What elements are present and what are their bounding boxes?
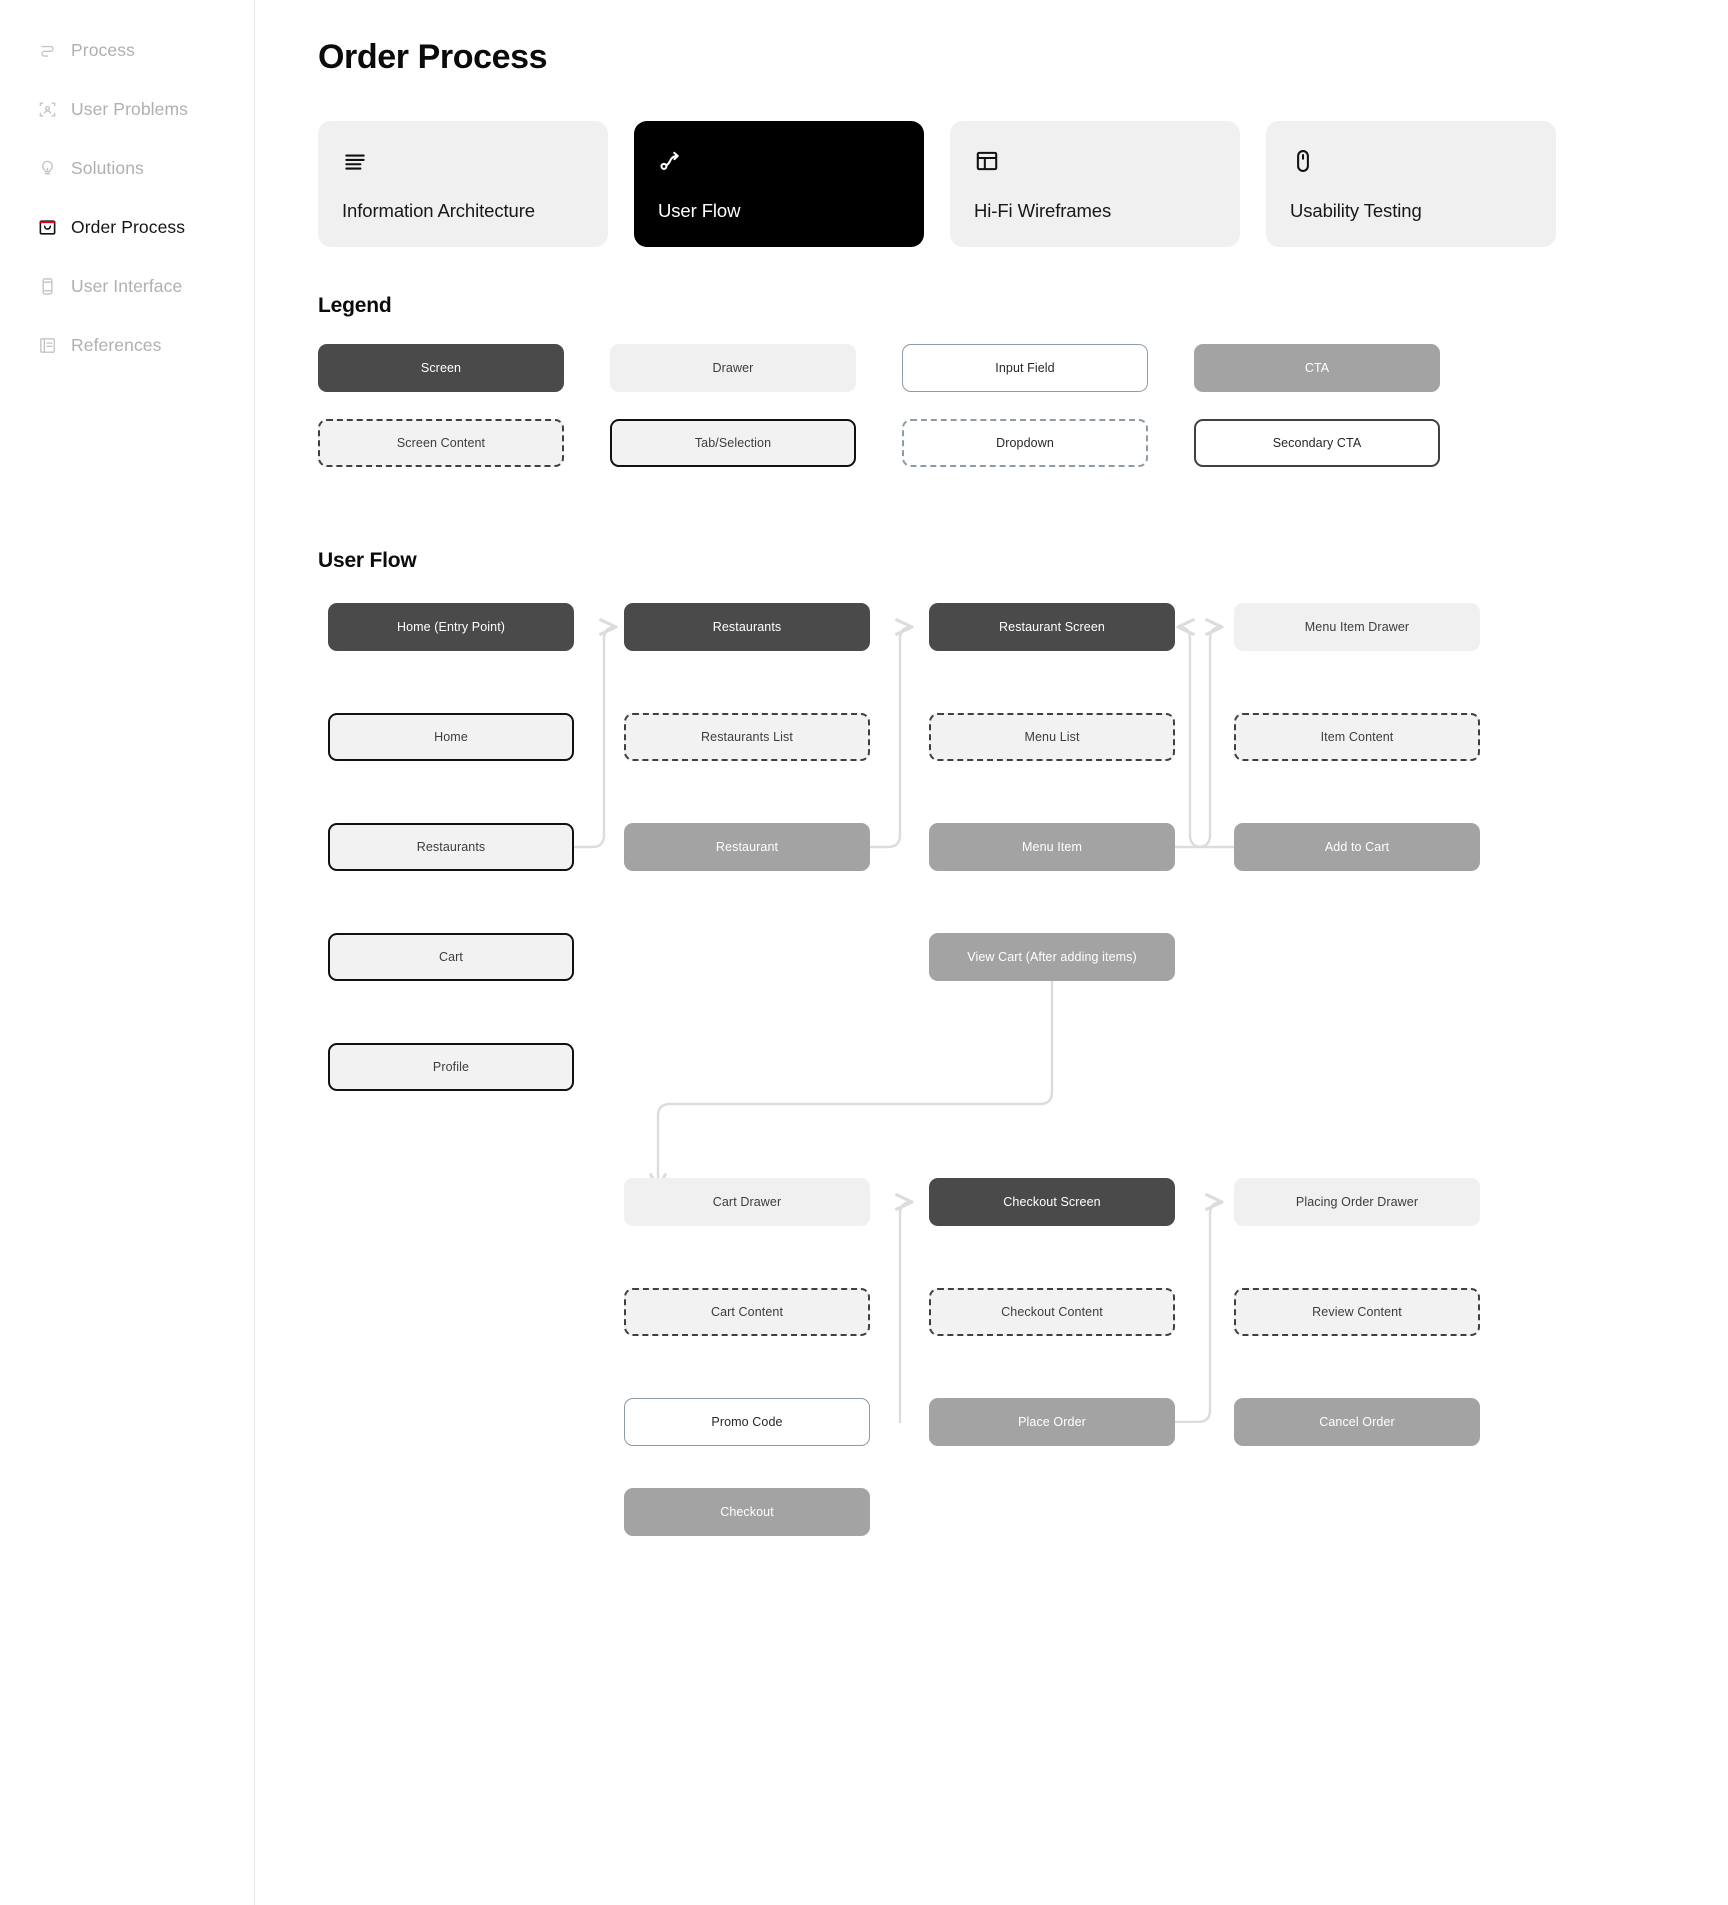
flow-node-view-cart[interactable]: View Cart (After adding items) bbox=[929, 933, 1175, 981]
flow-node-checkout-cta[interactable]: Checkout bbox=[624, 1488, 870, 1536]
main-content: Order Process Information Architecture bbox=[255, 0, 1728, 1905]
flow-node-home-tab[interactable]: Home bbox=[328, 713, 574, 761]
flow-node-cart-tab[interactable]: Cart bbox=[328, 933, 574, 981]
flow-arrow-icon bbox=[658, 148, 900, 174]
sidebar-item-label: Order Process bbox=[71, 216, 186, 237]
sidebar: Process User Problems Solutions bbox=[0, 0, 255, 1905]
lightbulb-icon bbox=[38, 159, 57, 178]
sidebar-item-user-interface[interactable]: User Interface bbox=[0, 266, 254, 306]
book-icon bbox=[38, 336, 57, 355]
tab-card-row: Information Architecture User Flow bbox=[318, 121, 1728, 247]
tab-label: Hi-Fi Wireframes bbox=[974, 200, 1112, 221]
legend-item-drawer: Drawer bbox=[610, 344, 856, 392]
sidebar-item-user-problems[interactable]: User Problems bbox=[0, 89, 254, 129]
flow-title: User Flow bbox=[318, 549, 417, 572]
flow-node-cart-drawer[interactable]: Cart Drawer bbox=[624, 1178, 870, 1226]
flow-node-restaurants-screen[interactable]: Restaurants bbox=[624, 603, 870, 651]
tab-label: Information Architecture bbox=[342, 200, 535, 221]
user-scan-icon bbox=[38, 100, 57, 119]
tab-label: User Flow bbox=[658, 200, 741, 221]
flow-node-placing-order-drawer[interactable]: Placing Order Drawer bbox=[1234, 1178, 1480, 1226]
mouse-icon bbox=[1290, 148, 1532, 174]
sidebar-item-label: References bbox=[71, 334, 162, 355]
flow-node-menu-list[interactable]: Menu List bbox=[929, 713, 1175, 761]
legend-grid: Screen Drawer Input Field CTA Screen Con… bbox=[318, 344, 1728, 467]
layout-icon bbox=[974, 148, 1216, 174]
sidebar-item-references[interactable]: References bbox=[0, 325, 254, 365]
flow-node-cancel-order[interactable]: Cancel Order bbox=[1234, 1398, 1480, 1446]
mobile-icon bbox=[38, 277, 57, 296]
flow-node-place-order[interactable]: Place Order bbox=[929, 1398, 1175, 1446]
legend-item-input-field: Input Field bbox=[902, 344, 1148, 392]
flow-node-checkout-screen[interactable]: Checkout Screen bbox=[929, 1178, 1175, 1226]
inbox-icon bbox=[38, 218, 57, 237]
sidebar-item-label: User Interface bbox=[71, 275, 183, 296]
flow-node-review-content[interactable]: Review Content bbox=[1234, 1288, 1480, 1336]
sidebar-item-label: Solutions bbox=[71, 157, 144, 178]
flow-node-add-to-cart[interactable]: Add to Cart bbox=[1234, 823, 1480, 871]
sidebar-item-process[interactable]: Process bbox=[0, 30, 254, 70]
flow-node-profile-tab[interactable]: Profile bbox=[328, 1043, 574, 1091]
legend-item-screen-content: Screen Content bbox=[318, 419, 564, 467]
user-flow-diagram: Home (Entry Point) Restaurants Restauran… bbox=[318, 603, 1718, 1536]
flow-node-restaurants-list[interactable]: Restaurants List bbox=[624, 713, 870, 761]
tab-label: Usability Testing bbox=[1290, 200, 1422, 221]
tab-usability-testing[interactable]: Usability Testing bbox=[1266, 121, 1556, 247]
sidebar-item-order-process[interactable]: Order Process bbox=[0, 207, 254, 247]
flow-node-restaurant-cta[interactable]: Restaurant bbox=[624, 823, 870, 871]
flow-node-restaurant-screen[interactable]: Restaurant Screen bbox=[929, 603, 1175, 651]
flow-node-menu-item-cta[interactable]: Menu Item bbox=[929, 823, 1175, 871]
process-icon bbox=[38, 41, 57, 60]
sidebar-item-label: Process bbox=[71, 39, 135, 60]
legend-item-secondary-cta: Secondary CTA bbox=[1194, 419, 1440, 467]
legend-item-dropdown: Dropdown bbox=[902, 419, 1148, 467]
flow-node-restaurants-tab[interactable]: Restaurants bbox=[328, 823, 574, 871]
tab-information-architecture[interactable]: Information Architecture bbox=[318, 121, 608, 247]
legend-item-screen: Screen bbox=[318, 344, 564, 392]
flow-node-cart-content[interactable]: Cart Content bbox=[624, 1288, 870, 1336]
flow-node-menu-item-drawer[interactable]: Menu Item Drawer bbox=[1234, 603, 1480, 651]
tab-hifi-wireframes[interactable]: Hi-Fi Wireframes bbox=[950, 121, 1240, 247]
flow-node-item-content[interactable]: Item Content bbox=[1234, 713, 1480, 761]
sidebar-item-solutions[interactable]: Solutions bbox=[0, 148, 254, 188]
legend-item-cta: CTA bbox=[1194, 344, 1440, 392]
legend-item-tab-selection: Tab/Selection bbox=[610, 419, 856, 467]
flow-node-promo-code[interactable]: Promo Code bbox=[624, 1398, 870, 1446]
flow-node-home-entry[interactable]: Home (Entry Point) bbox=[328, 603, 574, 651]
sidebar-item-label: User Problems bbox=[71, 98, 189, 119]
list-icon bbox=[342, 148, 584, 174]
page-title: Order Process bbox=[318, 38, 548, 76]
legend-title: Legend bbox=[318, 294, 392, 317]
flow-node-checkout-content[interactable]: Checkout Content bbox=[929, 1288, 1175, 1336]
tab-user-flow[interactable]: User Flow bbox=[634, 121, 924, 247]
